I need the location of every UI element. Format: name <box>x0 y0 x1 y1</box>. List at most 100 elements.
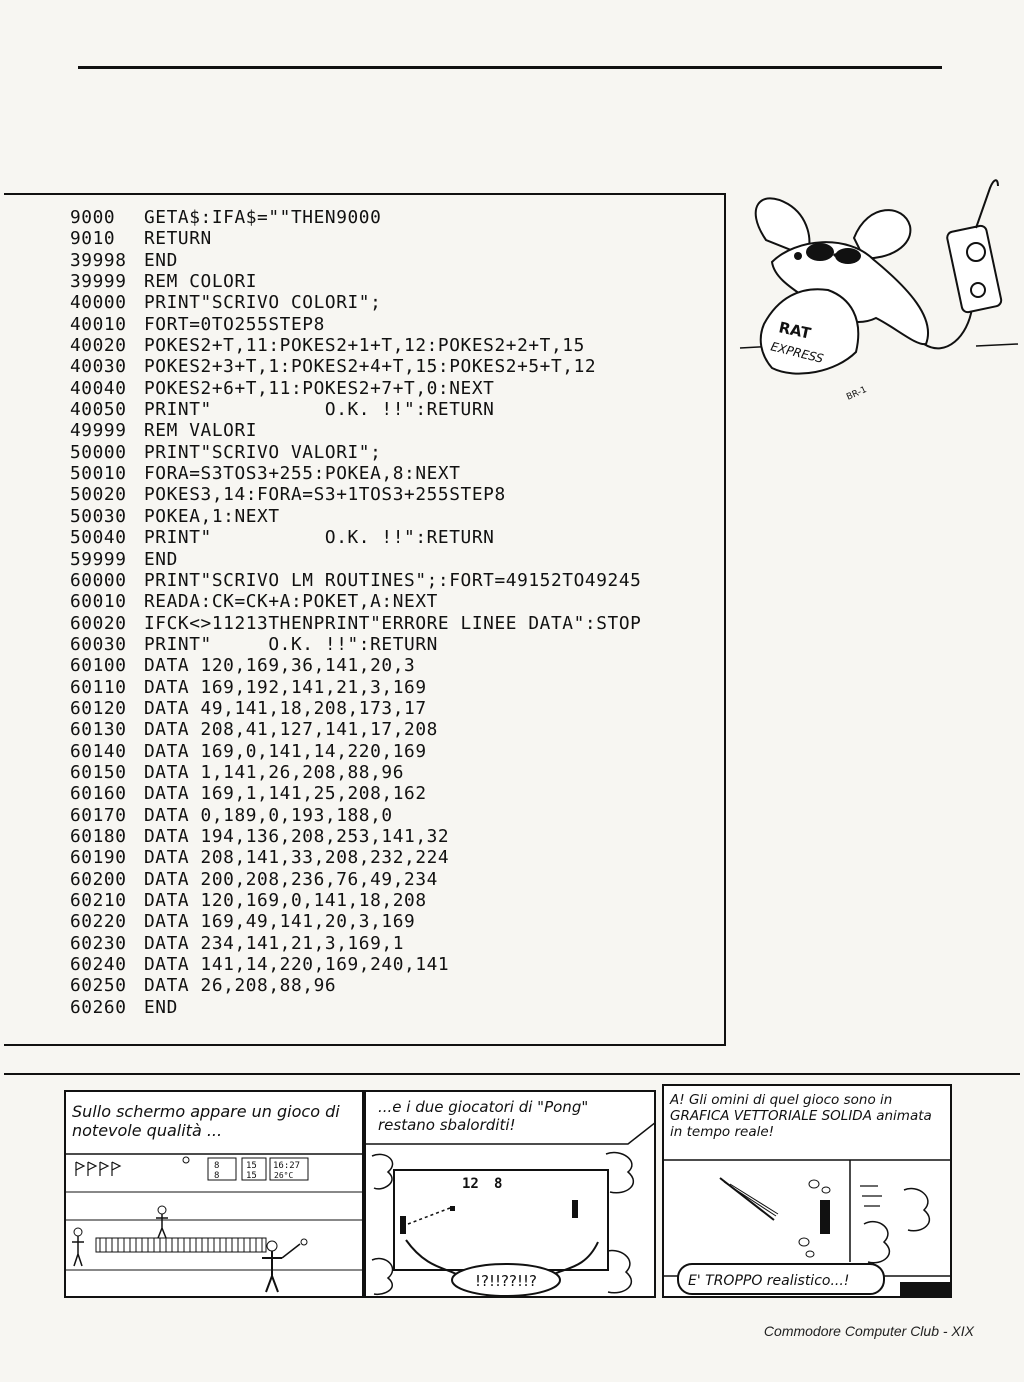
line-code: DATA 169,192,141,21,3,169 <box>144 676 427 698</box>
pong-score-right: 8 <box>494 1176 502 1192</box>
line-code: DATA 1,141,26,208,88,96 <box>144 761 405 783</box>
line-code: DATA 26,208,88,96 <box>144 975 337 997</box>
line-code: GETA$:IFA$=""THEN9000 <box>144 207 382 228</box>
line-code: DATA 200,208,236,76,49,234 <box>144 868 438 890</box>
scoreboard-left-2: 8 <box>214 1171 219 1181</box>
line-code: PRINT"SCRIVO COLORI"; <box>144 292 382 314</box>
code-line: 60160 DATA 169,1,141,25,208,162 <box>70 783 641 804</box>
page-footer: Commodore Computer Club - XIX <box>763 1323 974 1339</box>
line-code: DATA 169,1,141,25,208,162 <box>144 783 427 805</box>
line-number: 60020 <box>70 612 127 634</box>
comic-panel-3: E' TROPPO realistico...! A! Gli omini di… <box>662 1084 952 1298</box>
line-code: IFCK<>11213THENPRINT"ERRORE LINEE DATA":… <box>144 612 642 634</box>
line-number: 60230 <box>70 932 127 954</box>
line-code: PRINT" O.K. !!":RETURN <box>144 399 495 421</box>
line-code: POKEA,1:NEXT <box>144 505 280 527</box>
line-code: DATA 49,141,18,208,173,17 <box>144 697 427 719</box>
line-number: 60160 <box>70 783 127 805</box>
line-number: 60030 <box>70 633 127 655</box>
code-line: 50020 POKES3,14:FORA=S3+1TOS3+255STEP8 <box>70 484 641 505</box>
line-code: POKES2+6+T,11:POKES2+7+T,0:NEXT <box>144 377 495 399</box>
line-code: REM VALORI <box>144 420 258 442</box>
line-code: POKES3,14:FORA=S3+1TOS3+255STEP8 <box>144 484 506 506</box>
line-code: READA:CK=CK+A:POKET,A:NEXT <box>144 591 438 613</box>
strip-rule <box>4 1073 1020 1075</box>
line-number: 60250 <box>70 975 127 997</box>
line-code: PRINT" O.K. !!":RETURN <box>144 527 495 549</box>
code-line: 60000 PRINT"SCRIVO LM ROUTINES";:FORT=491… <box>70 570 641 591</box>
line-code: DATA 208,141,33,208,232,224 <box>144 847 450 869</box>
line-number: 9000 <box>70 207 116 228</box>
line-number: 60190 <box>70 847 127 869</box>
line-number: 60120 <box>70 697 127 719</box>
code-line: 59999 END <box>70 549 641 570</box>
line-number: 39998 <box>70 249 127 271</box>
line-code: POKES2+T,11:POKES2+1+T,12:POKES2+2+T,15 <box>144 335 585 357</box>
line-number: 50030 <box>70 505 127 527</box>
scoreboard-mid: 15 <box>246 1161 257 1171</box>
line-code: END <box>144 996 178 1018</box>
line-code: END <box>144 249 178 271</box>
panel-1-caption: Sullo schermo appare un gioco di notevol… <box>72 1102 340 1141</box>
code-line: 60140 DATA 169,0,141,14,220,169 <box>70 741 641 762</box>
line-number: 60150 <box>70 761 127 783</box>
code-line: 50030 POKEA,1:NEXT <box>70 506 641 527</box>
code-line: 60150 DATA 1,141,26,208,88,96 <box>70 762 641 783</box>
line-number: 60010 <box>70 591 127 613</box>
line-number: 59999 <box>70 548 127 570</box>
rat-express-mascot: RAT EXPRESS BR-1 <box>739 179 1019 403</box>
scoreboard-mid-2: 15 <box>246 1171 257 1181</box>
code-line: 40040 POKES2+6+T,11:POKES2+7+T,0:NEXT <box>70 378 641 399</box>
line-code: DATA 169,0,141,14,220,169 <box>144 740 427 762</box>
line-code: PRINT"SCRIVO VALORI"; <box>144 441 382 463</box>
line-code: RETURN <box>144 228 212 250</box>
line-code: DATA 208,41,127,141,17,208 <box>144 719 438 741</box>
line-number: 60200 <box>70 868 127 890</box>
mascot-signature: BR-1 <box>845 385 868 403</box>
line-number: 40000 <box>70 292 127 314</box>
code-line: 40000 PRINT"SCRIVO COLORI"; <box>70 292 641 313</box>
line-number: 60210 <box>70 890 127 911</box>
line-number: 60130 <box>70 719 127 741</box>
line-code: DATA 141,14,220,169,240,141 <box>144 954 450 976</box>
panel-3-caption: A! Gli omini di quel gioco sono in GRAFI… <box>670 1092 932 1141</box>
scoreboard-temp: 26°C <box>274 1171 293 1180</box>
line-number: 50040 <box>70 527 127 549</box>
panel-2-caption: ...e i due giocatori di "Pong" restano s… <box>378 1098 589 1134</box>
line-number: 60140 <box>70 740 127 762</box>
line-number: 60100 <box>70 655 127 677</box>
line-code: PRINT"SCRIVO LM ROUTINES";:FORT=49152TO4… <box>144 569 642 591</box>
line-code: DATA 194,136,208,253,141,32 <box>144 825 450 847</box>
line-code: DATA 169,49,141,20,3,169 <box>144 911 416 933</box>
code-line: 50000 PRINT"SCRIVO VALORI"; <box>70 442 641 463</box>
code-line: 60010 READA:CK=CK+A:POKET,A:NEXT <box>70 591 641 612</box>
code-line: 60020 IFCK<>11213THENPRINT"ERRORE LINEE D… <box>70 613 641 634</box>
line-number: 39999 <box>70 271 127 293</box>
line-code: FORT=0TO255STEP8 <box>144 313 325 335</box>
code-line: 9000 GETA$:IFA$=""THEN9000 <box>70 207 641 228</box>
line-number: 40040 <box>70 377 127 399</box>
code-line: 60250 DATA 26,208,88,96 <box>70 975 641 996</box>
line-number: 60000 <box>70 569 127 591</box>
line-number: 60220 <box>70 911 127 933</box>
line-number: 50000 <box>70 441 127 463</box>
line-code: END <box>144 548 178 570</box>
comic-panel-1: 8 8 15 15 16:27 26°C Sullo schermo appar… <box>64 1090 364 1298</box>
line-number: 50020 <box>70 484 127 506</box>
code-line: 60220 DATA 169,49,141,20,3,169 <box>70 911 641 932</box>
